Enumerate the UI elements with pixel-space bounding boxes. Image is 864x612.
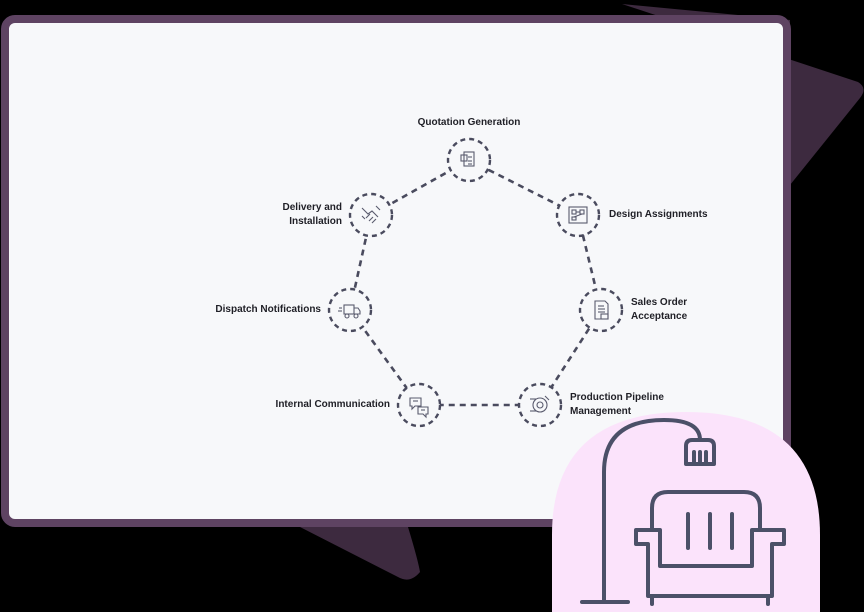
label-line: Installation	[289, 216, 342, 227]
backdrop-shape-right	[622, 4, 864, 185]
quotation-icon	[460, 151, 475, 167]
backdrop-shape-bottom	[300, 527, 420, 580]
label-line: Production Pipeline	[570, 392, 664, 403]
sales-order-icon	[594, 300, 609, 320]
node-sales-order-acceptance	[578, 287, 624, 333]
label-delivery-and-installation: Delivery and Installation	[283, 201, 342, 229]
node-design-assignments	[555, 192, 601, 238]
node-quotation-generation	[446, 137, 492, 183]
label-quotation-generation: Quotation Generation	[417, 117, 521, 128]
label-internal-communication: Internal Communication	[275, 399, 390, 410]
label-dispatch-notifications: Dispatch Notifications	[215, 304, 321, 315]
label-line: Acceptance	[631, 311, 688, 322]
label-design-assignments: Design Assignments	[609, 209, 708, 220]
chat-icon	[409, 397, 429, 419]
production-icon	[530, 395, 550, 413]
node-delivery-and-installation	[348, 192, 394, 238]
armchair-lamp-icon	[580, 418, 786, 606]
node-dispatch-notifications	[327, 287, 373, 333]
label-sales-order-acceptance: Sales Order Acceptance	[631, 296, 687, 324]
node-production-pipeline-management	[517, 382, 563, 428]
label-line: Management	[570, 406, 632, 417]
handshake-icon	[361, 205, 381, 224]
label-line: Delivery and	[282, 202, 342, 213]
design-icon	[568, 206, 588, 224]
label-line: Sales Order	[631, 297, 688, 308]
truck-icon	[338, 304, 361, 319]
node-internal-communication	[396, 382, 442, 428]
label-production-pipeline-management: Production Pipeline Management	[570, 391, 664, 419]
